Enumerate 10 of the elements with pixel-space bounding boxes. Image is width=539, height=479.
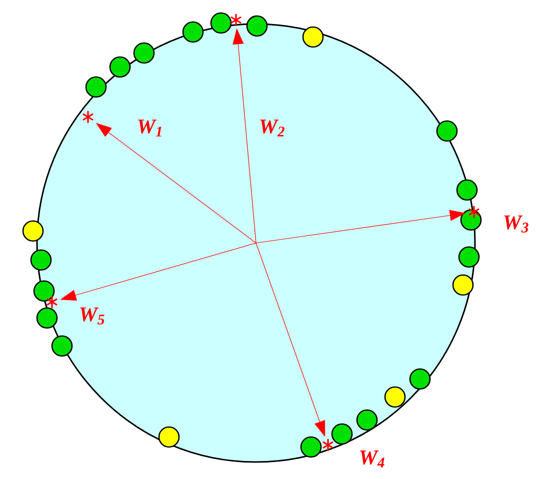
edge-label: W$_{1}$	[138, 120, 162, 136]
star-mark	[468, 205, 480, 219]
edge-label: W$_{2}$	[260, 120, 284, 136]
star-mark	[46, 295, 58, 309]
star-mark	[82, 110, 94, 124]
edge-label: W$_{4}$	[360, 450, 384, 468]
star-mark	[230, 13, 242, 27]
star-mark	[322, 438, 334, 452]
edge-label: W$_{5}$	[80, 308, 104, 324]
edge-label: W$_{3}$	[504, 216, 528, 232]
